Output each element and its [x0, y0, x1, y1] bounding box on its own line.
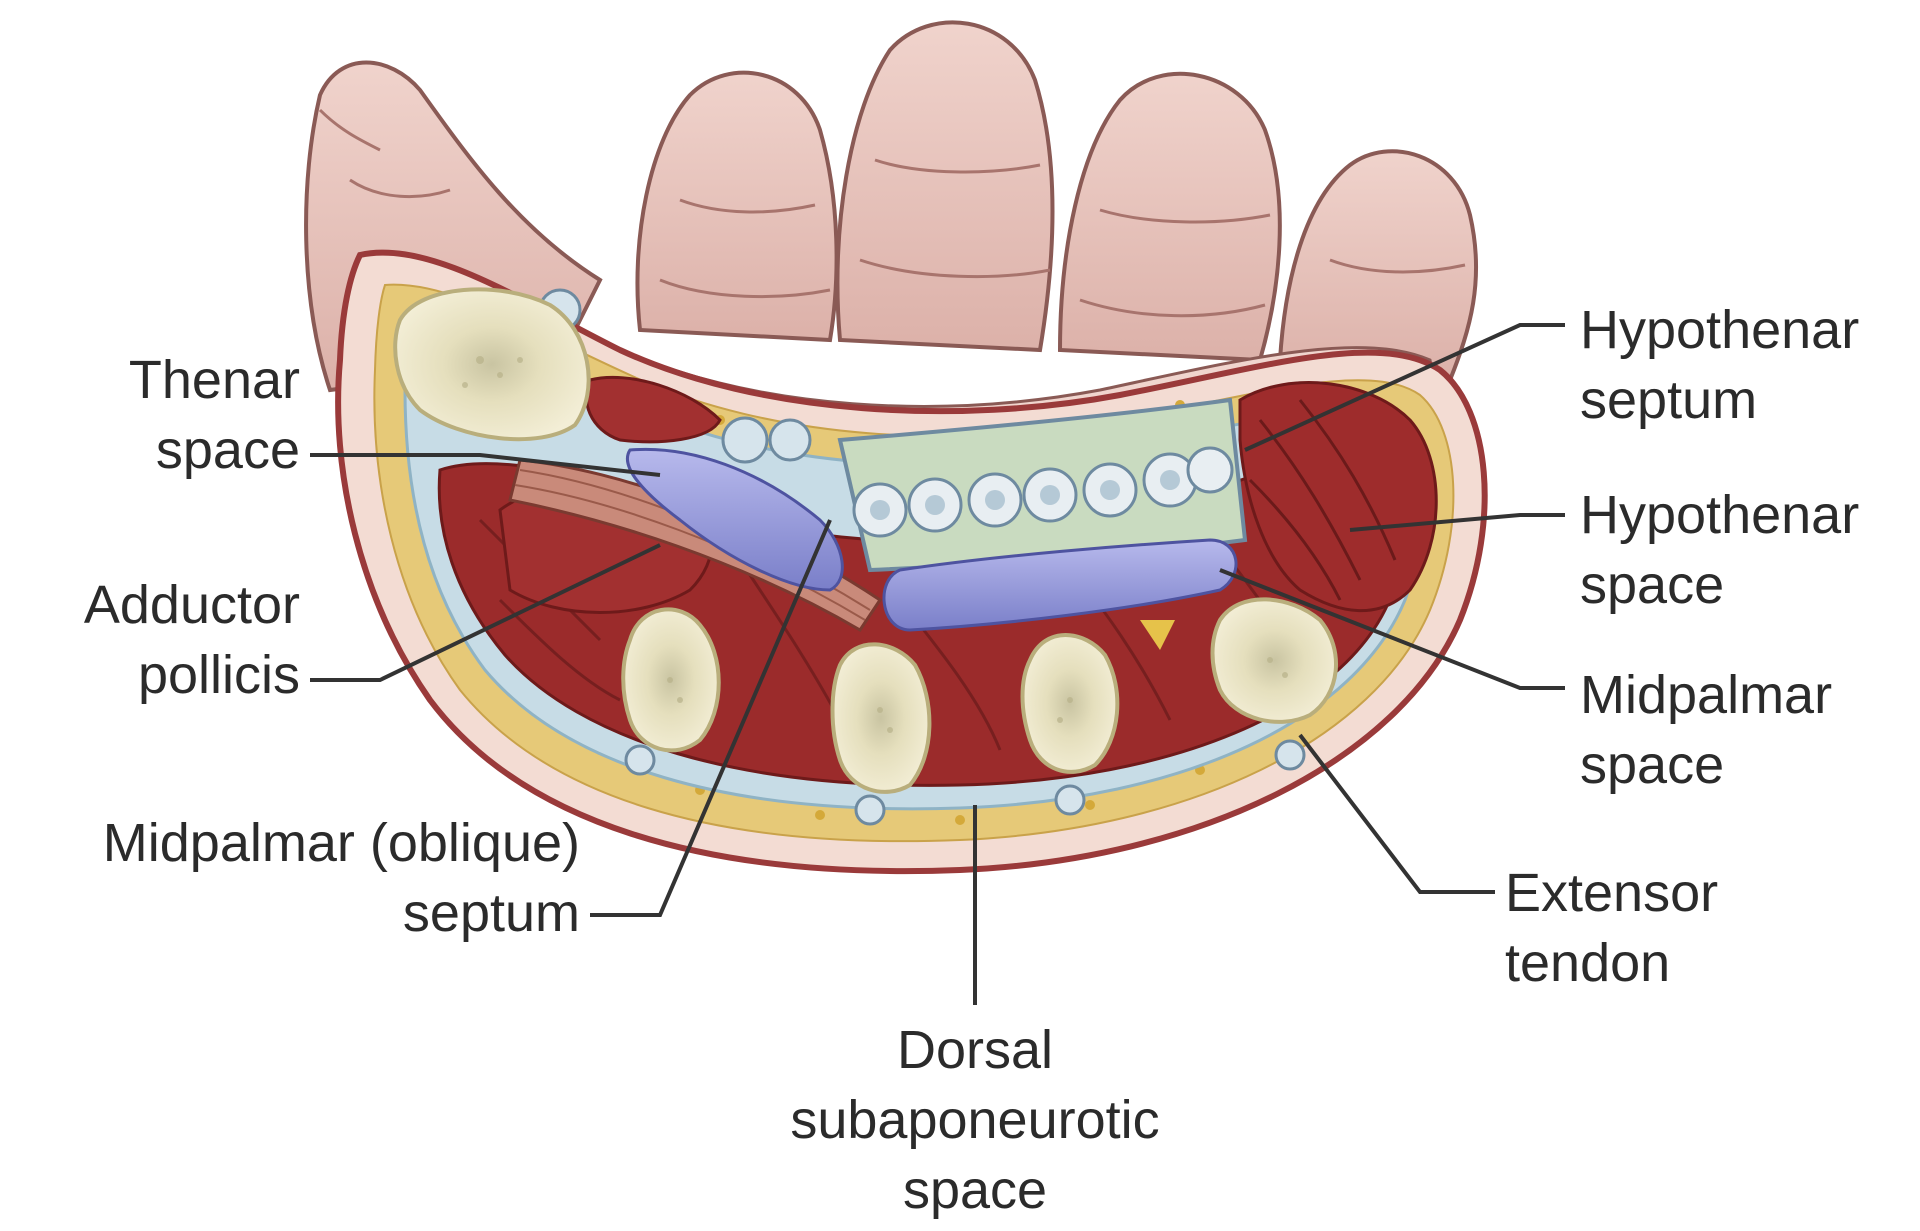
little-finger — [1280, 151, 1476, 380]
label-dorsal-space: Dorsal subaponeurotic space — [725, 1015, 1225, 1225]
ring-finger — [1060, 74, 1280, 360]
middle-finger — [837, 22, 1052, 350]
label-extensor-tendon: Extensor tendon — [1505, 858, 1835, 998]
label-midpalmar-space-line2: space — [1580, 730, 1910, 800]
label-hypothenar-space: Hypothenar space — [1580, 480, 1910, 620]
label-dorsal-space-line3: space — [725, 1155, 1225, 1225]
middle-metacarpal — [833, 644, 930, 792]
label-midpalmar-space: Midpalmar space — [1580, 660, 1910, 800]
label-midpalmar-septum: Midpalmar (oblique) septum — [0, 808, 580, 948]
label-thenar-space-line1: Thenar — [60, 345, 300, 415]
label-hypothenar-space-line1: Hypothenar — [1580, 480, 1910, 550]
label-midpalmar-septum-line1: Midpalmar (oblique) — [0, 808, 580, 878]
label-adductor-pollicis: Adductor pollicis — [20, 570, 300, 710]
label-hypothenar-septum: Hypothenar septum — [1580, 295, 1910, 435]
label-adductor-pollicis-line1: Adductor — [20, 570, 300, 640]
label-hypothenar-septum-line1: Hypothenar — [1580, 295, 1910, 365]
label-adductor-pollicis-line2: pollicis — [20, 640, 300, 710]
label-dorsal-space-line2: subaponeurotic — [725, 1085, 1225, 1155]
little-metacarpal — [1213, 599, 1337, 722]
ring-metacarpal — [1023, 635, 1118, 772]
label-hypothenar-space-line2: space — [1580, 550, 1910, 620]
label-midpalmar-septum-line2: septum — [0, 878, 580, 948]
label-dorsal-space-line1: Dorsal — [725, 1015, 1225, 1085]
label-thenar-space-line2: space — [60, 415, 300, 485]
label-thenar-space: Thenar space — [60, 345, 300, 485]
label-hypothenar-septum-line2: septum — [1580, 365, 1910, 435]
label-extensor-tendon-line1: Extensor — [1505, 858, 1835, 928]
label-midpalmar-space-line1: Midpalmar — [1580, 660, 1910, 730]
label-extensor-tendon-line2: tendon — [1505, 928, 1835, 998]
